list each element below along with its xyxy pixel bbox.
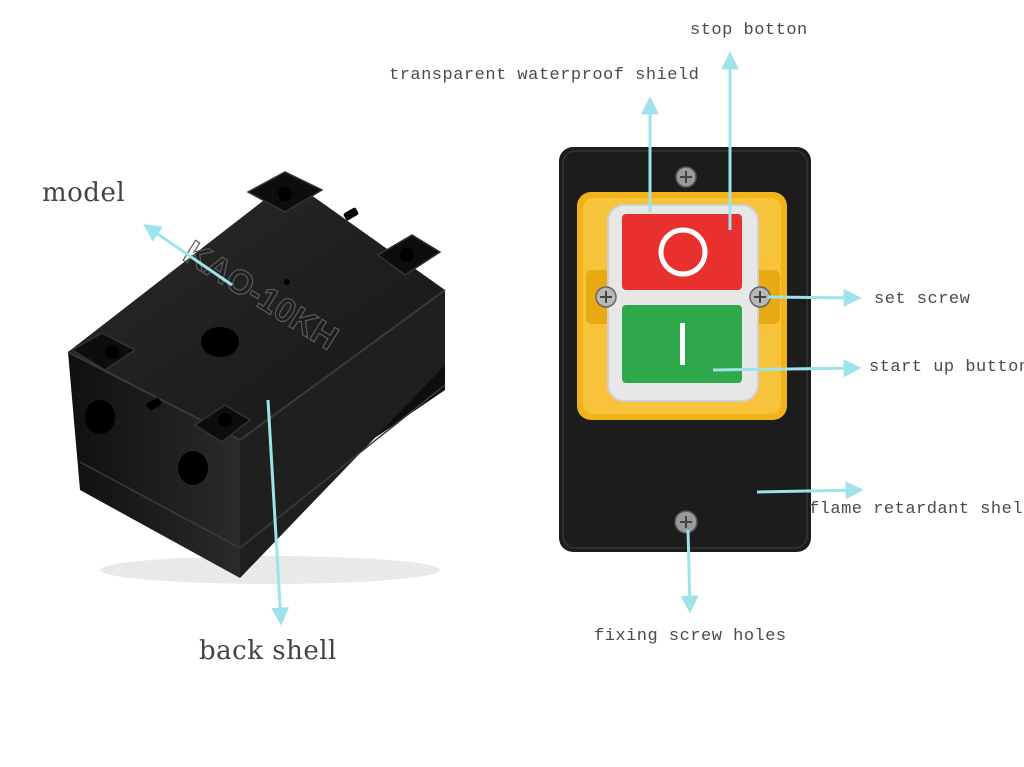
set-screw-left: [595, 286, 617, 308]
corner-lug: [70, 332, 137, 371]
start-symbol-i: [680, 323, 685, 365]
front-panel: [559, 147, 811, 552]
arrow-start-up-button: [712, 359, 862, 378]
label-back-shell: back shell: [199, 636, 337, 666]
stop-button-face: [622, 214, 742, 290]
label-set-screw: set screw: [874, 290, 971, 309]
center-hole: [201, 327, 239, 357]
fixing-screw: [674, 510, 698, 534]
cable-entry-hole: [85, 400, 115, 434]
arrow-flame-shell: [756, 481, 864, 500]
arrow-fixing-holes: [680, 529, 699, 614]
screw: [675, 166, 697, 188]
top-face: [68, 180, 445, 440]
back-shell-box: KAO-10KH: [67, 171, 446, 584]
label-model: model: [42, 178, 126, 208]
label-flame-retardant-shell: flame retardant shell: [809, 500, 1024, 519]
arrow-back-shell: [266, 399, 290, 626]
right-face: [240, 290, 445, 578]
arrow-set-screw: [767, 288, 862, 307]
set-screw-right: [749, 286, 771, 308]
label-stop-button: stop botton: [690, 21, 808, 40]
corner-lug: [376, 234, 442, 276]
cable-entry-hole: [178, 451, 208, 485]
label-fixing-screw-holes: fixing screw holes: [594, 627, 787, 646]
label-start-up-button: start up button: [869, 358, 1024, 377]
corner-lug: [246, 171, 324, 213]
arrow-model: [143, 223, 233, 287]
corner-lug: [193, 404, 252, 443]
label-transparent-shield: transparent waterproof shield: [389, 66, 700, 85]
stop-symbol-o: [658, 227, 708, 277]
callout-arrows: [143, 51, 864, 626]
